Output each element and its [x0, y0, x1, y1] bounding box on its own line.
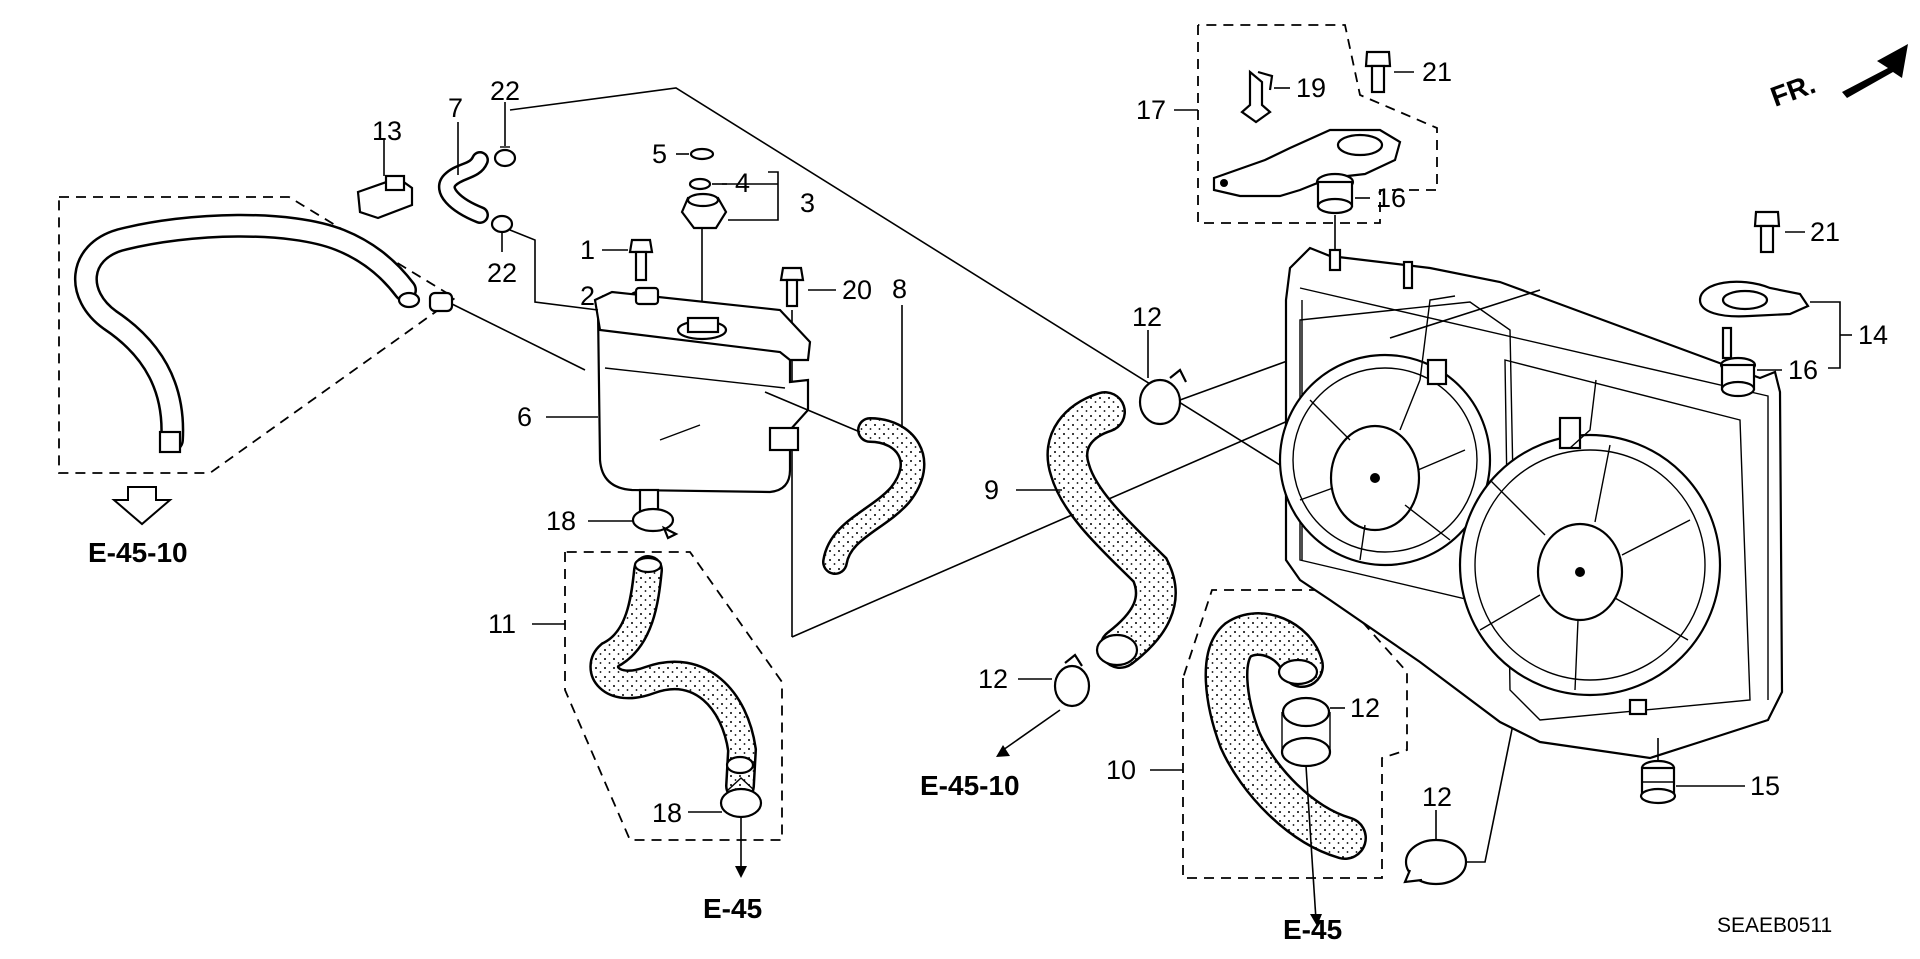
grommet-15	[1639, 759, 1677, 805]
ref-e-45-right: E-45	[1283, 914, 1342, 945]
callout-4: 4	[735, 168, 750, 198]
callout-22-top: 22	[490, 76, 520, 106]
callout-12-d: 12	[1422, 782, 1452, 812]
hose-11	[589, 555, 758, 801]
reservoir-tank-6	[593, 286, 812, 520]
clamp-12-c	[1280, 696, 1332, 768]
diagram-code: SEAEB0511	[1717, 914, 1832, 937]
clamp-12-b	[1053, 653, 1091, 708]
front-indicator: FR.	[1766, 68, 1819, 113]
ref-e-45-10-mid: E-45-10	[920, 770, 1020, 801]
seal-5	[689, 147, 715, 161]
bracket-17	[1212, 128, 1402, 198]
callout-9: 9	[984, 475, 999, 505]
clamp-18-bottom	[719, 777, 763, 819]
callout-7: 7	[448, 93, 463, 123]
ref-e-45-10-left: E-45-10	[88, 537, 188, 568]
callout-19: 19	[1296, 73, 1326, 103]
hose-clip	[428, 291, 454, 313]
callout-5: 5	[652, 139, 667, 169]
clip-19	[1240, 69, 1274, 124]
front-arrow-icon	[1842, 44, 1908, 98]
grommet-16-right	[1719, 356, 1757, 398]
callout-16-right: 16	[1788, 355, 1818, 385]
callout-21-right: 21	[1810, 217, 1840, 247]
bolt-21-right	[1753, 210, 1781, 254]
callout-13: 13	[372, 116, 402, 146]
hose-9	[1046, 391, 1177, 669]
callout-12-c: 12	[1350, 693, 1380, 723]
callout-16-top: 16	[1376, 183, 1406, 213]
bracket-14	[1698, 280, 1810, 318]
bypass-hose	[74, 213, 421, 454]
callout-20: 20	[842, 275, 872, 305]
reservoir-cap-3	[680, 192, 728, 230]
group-outline-17	[1197, 24, 1438, 224]
group-outline-left	[58, 196, 457, 474]
group-outline-11	[564, 551, 783, 841]
callout-22-bottom: 22	[487, 258, 517, 288]
clamp-12-a	[1138, 368, 1187, 426]
hose-8	[822, 417, 926, 575]
clamp-12-d	[1403, 838, 1468, 886]
callout-2: 2	[580, 281, 595, 311]
hollow-down-arrow-icon	[111, 486, 173, 526]
callout-6: 6	[517, 402, 532, 432]
grommet-16-top	[1315, 172, 1355, 215]
radiator-assembly	[1278, 246, 1784, 760]
callout-18-bottom: 18	[652, 798, 682, 828]
ref-e-45-left: E-45	[703, 893, 762, 924]
hose-7	[437, 151, 489, 224]
callout-8: 8	[892, 274, 907, 304]
callout-14: 14	[1858, 320, 1888, 350]
callout-10: 10	[1106, 755, 1136, 785]
callout-17: 17	[1136, 95, 1166, 125]
callout-15: 15	[1750, 771, 1780, 801]
group-outline-10	[1182, 589, 1408, 879]
seal-4	[688, 177, 712, 191]
clamp-18-top	[631, 507, 679, 540]
bolt-20	[779, 266, 805, 308]
callout-11: 11	[488, 609, 516, 639]
clip-22-bottom	[490, 214, 514, 234]
callout-18-top: 18	[546, 506, 576, 536]
callout-21-top: 21	[1422, 57, 1452, 87]
clip-22-top	[493, 146, 517, 168]
bolt-21-top	[1364, 50, 1392, 94]
hose-10	[1204, 612, 1367, 860]
callout-12-a: 12	[1132, 302, 1162, 332]
callout-12-b: 12	[978, 664, 1008, 694]
callout-3: 3	[800, 188, 815, 218]
bracket-13	[356, 174, 414, 220]
bolt-1	[628, 238, 654, 282]
callout-1: 1	[580, 235, 595, 265]
